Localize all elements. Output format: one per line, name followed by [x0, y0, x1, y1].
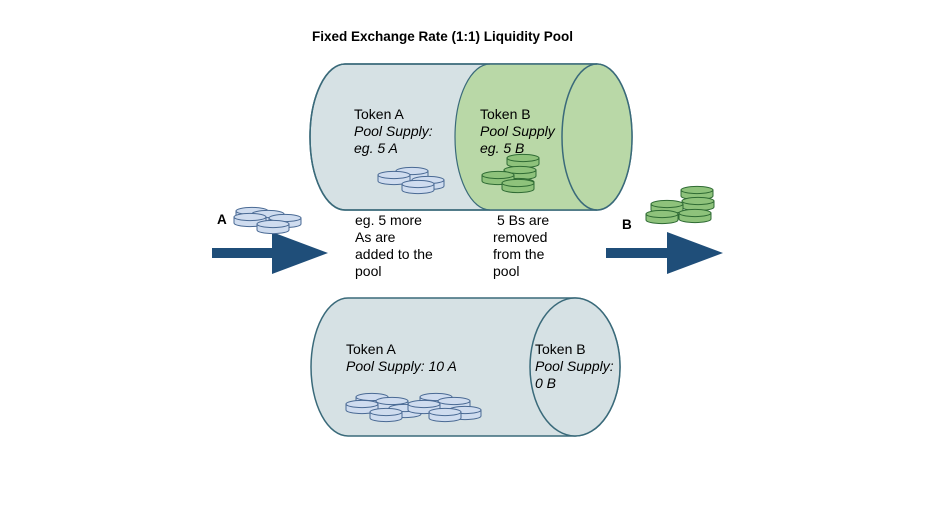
diagram-title: Fixed Exchange Rate (1:1) Liquidity Pool [312, 29, 574, 44]
input-note-line-1: eg. 5 more [355, 212, 422, 228]
top-token-a-name: Token A [354, 106, 404, 122]
input-token-label: A [217, 212, 227, 227]
output-note-line-4: pool [493, 263, 520, 279]
token-b-coin-icon [501, 178, 535, 194]
token-a-coin-icon [369, 407, 403, 423]
token-b-coin-icon [680, 185, 714, 201]
bottom-token-a-name: Token A [346, 341, 396, 357]
top-token-b-supply-value: eg. 5 B [480, 140, 525, 156]
top-pool-end-cap [561, 63, 633, 211]
output-token-label: B [622, 217, 632, 232]
bottom-token-b-supply-value: 0 B [535, 375, 557, 391]
token-b-coin-icon [678, 208, 712, 224]
top-pool-outline [309, 63, 597, 211]
output-arrow [606, 232, 723, 274]
token-a-coin-icon [428, 407, 462, 423]
bottom-token-b-name: Token B [535, 341, 586, 357]
output-note-line-1: 5 Bs are [497, 212, 550, 228]
token-b-coins [481, 153, 715, 225]
token-a-coin-icon [377, 170, 411, 186]
bottom-pool-end-cap [529, 297, 621, 437]
top-token-b-supply-label: Pool Supply [480, 123, 555, 139]
input-note-line-2: As are [355, 229, 396, 245]
top-token-b-name: Token B [480, 106, 531, 122]
output-note-line-2: removed [493, 229, 548, 245]
bottom-token-a-supply: Pool Supply: 10 A [346, 358, 457, 374]
top-pool-divider [454, 63, 491, 211]
output-note-line-3: from the [493, 246, 545, 262]
bottom-token-b-supply-label: Pool Supply: [535, 358, 614, 374]
token-b-coin-icon [645, 209, 679, 225]
token-b-coin-icon [681, 196, 715, 212]
top-token-a-supply-label: Pool Supply: [354, 123, 433, 139]
input-note-line-3: added to the [355, 246, 433, 262]
top-token-a-supply-value: eg. 5 A [354, 140, 398, 156]
token-a-coin-icon [256, 219, 290, 235]
token-a-coins [233, 166, 482, 423]
input-arrow [212, 232, 328, 274]
token-a-coin-icon [401, 179, 435, 195]
input-note-line-4: pool [355, 263, 382, 279]
